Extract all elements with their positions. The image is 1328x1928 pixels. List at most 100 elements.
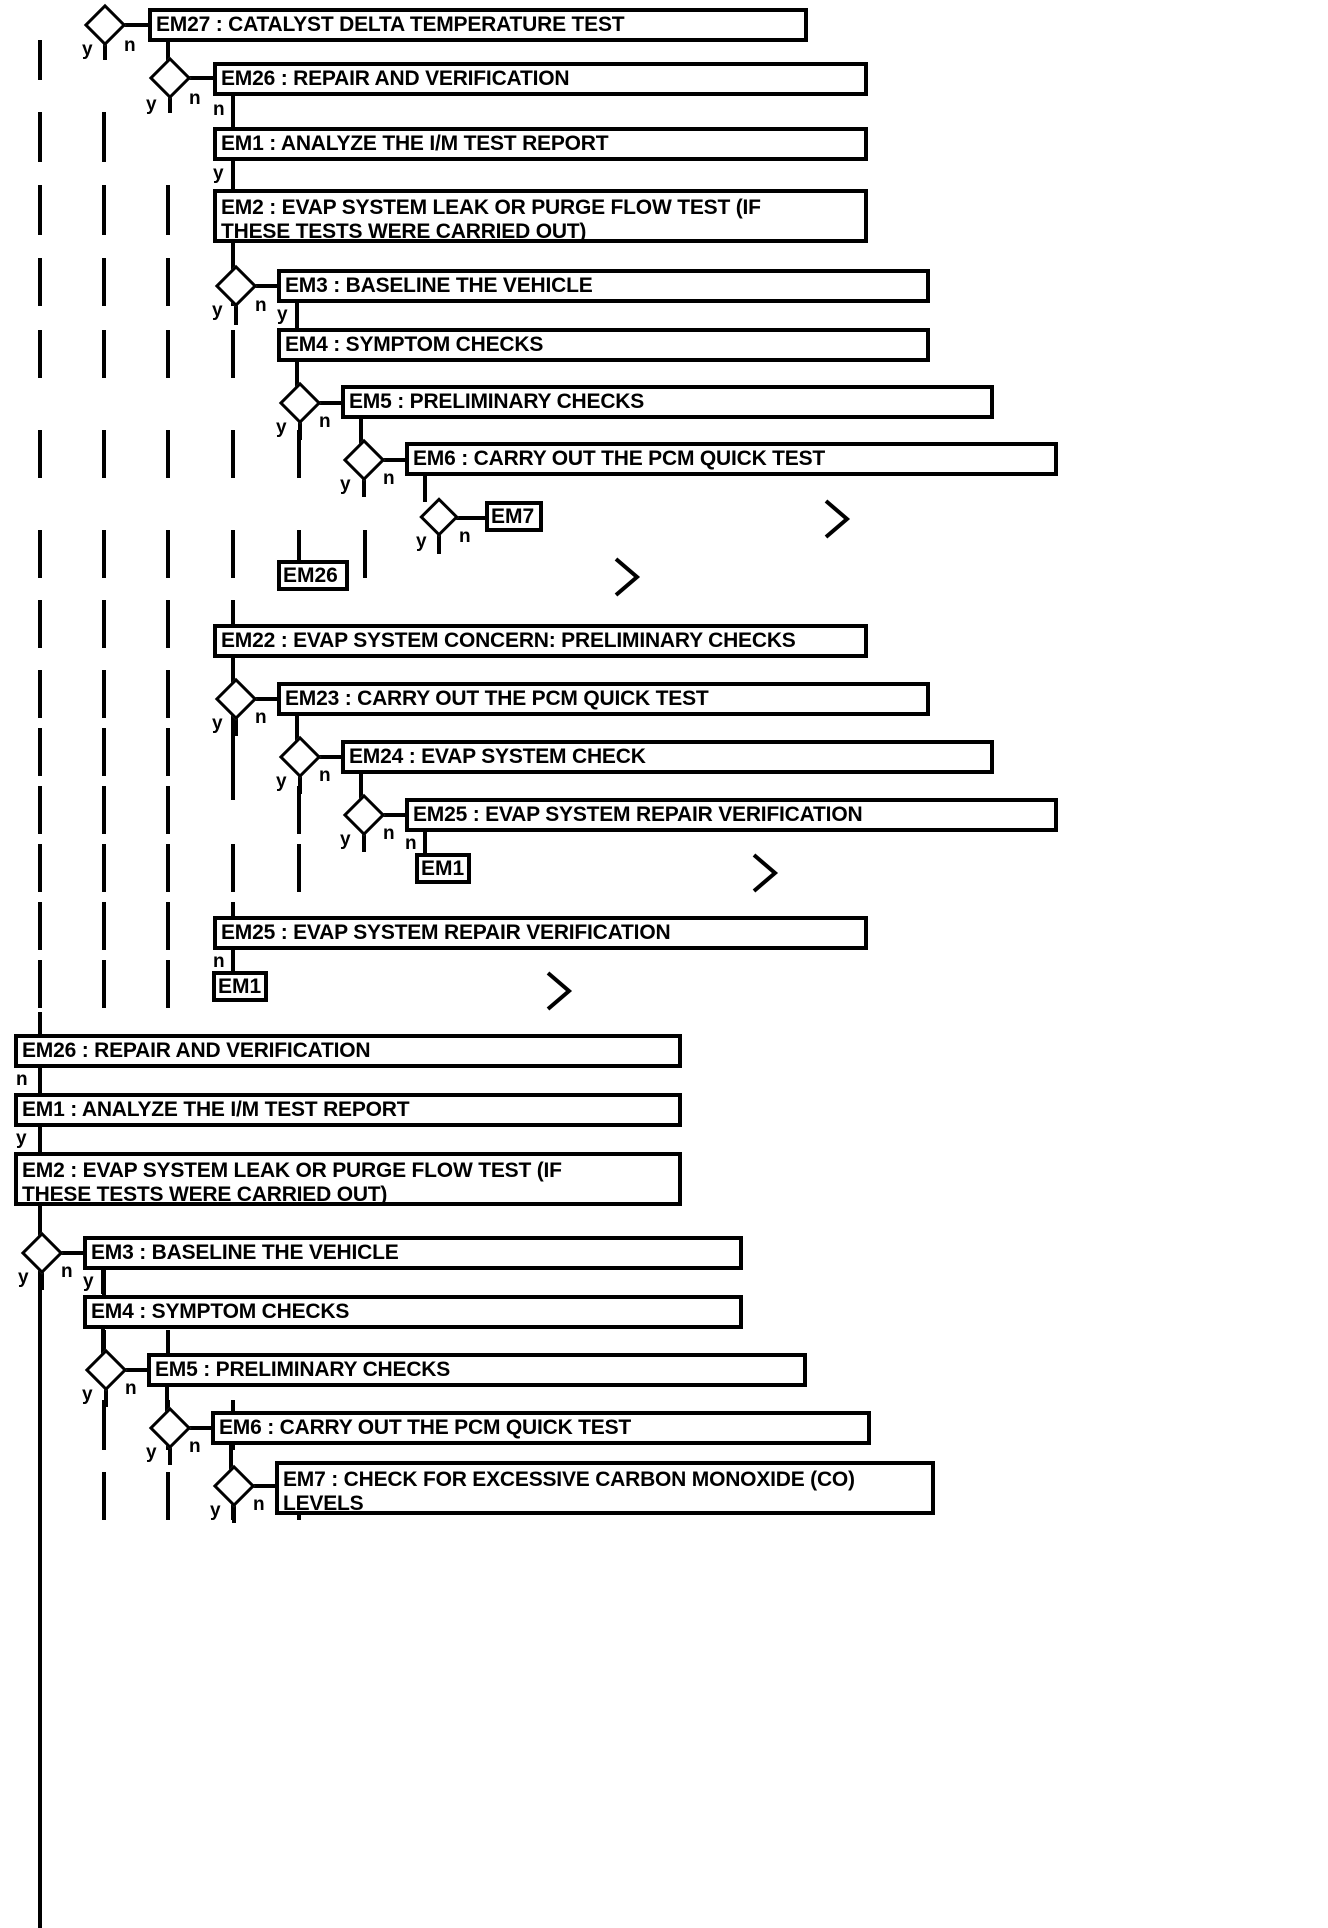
- node-em1[interactable]: EM1 : ANALYZE THE I/M TEST REPORT: [213, 127, 868, 161]
- connector-em23: [249, 697, 277, 701]
- branch-label-yes: y: [146, 1442, 157, 1463]
- connector-em7-yes: [437, 530, 441, 554]
- node-em5[interactable]: EM5 : PRELIMINARY CHECKS: [341, 385, 994, 419]
- trunk-rail-segment: [166, 258, 170, 306]
- connector-em3-yes: [234, 299, 238, 325]
- connector-em1-yes: [231, 161, 235, 190]
- trunk-rail-main: [38, 1012, 42, 1928]
- node-em26b[interactable]: EM26 : REPAIR AND VERIFICATION: [14, 1034, 682, 1068]
- trunk-rail-segment: [166, 728, 170, 776]
- connector-em1b-yes: [38, 1127, 42, 1153]
- trunk-rail-segment: [166, 786, 170, 834]
- connector-em5-no-down: [359, 419, 363, 445]
- connector-em2b-down: [38, 1206, 42, 1238]
- branch-label-no: n: [213, 99, 225, 120]
- trunk-rail-segment: [38, 40, 42, 80]
- trunk-rail-segment: [297, 430, 301, 478]
- connector-em24-no-down: [359, 774, 363, 800]
- ref-box-em7[interactable]: EM7: [485, 501, 543, 532]
- node-em3b[interactable]: EM3 : BASELINE THE VEHICLE: [83, 1236, 743, 1270]
- trunk-rail-segment: [102, 112, 106, 162]
- trunk-rail-segment: [297, 786, 301, 834]
- trunk-rail-segment: [166, 430, 170, 478]
- connector-em6-yes: [362, 473, 366, 497]
- trunk-rail-segment: [38, 844, 42, 892]
- connector-em26-no: [231, 96, 235, 128]
- connector-em5-yes: [298, 416, 302, 440]
- trunk-rail-segment: [166, 960, 170, 1008]
- node-em6b[interactable]: EM6 : CARRY OUT THE PCM QUICK TEST: [211, 1411, 871, 1445]
- connector-em5b-yes: [104, 1383, 108, 1407]
- node-em22[interactable]: EM22 : EVAP SYSTEM CONCERN: PRELIMINARY …: [213, 624, 868, 658]
- connector-em23-no-down: [295, 716, 299, 742]
- node-em24[interactable]: EM24 : EVAP SYSTEM CHECK: [341, 740, 994, 774]
- connector-em6b-no-down: [229, 1445, 233, 1471]
- node-em7b[interactable]: EM7 : CHECK FOR EXCESSIVE CARBON MONOXID…: [275, 1461, 935, 1515]
- branch-label-no: n: [255, 707, 267, 728]
- ref-box-em1-a[interactable]: EM1: [415, 853, 471, 884]
- trunk-rail-segment: [38, 530, 42, 578]
- trunk-rail-segment: [166, 330, 170, 378]
- trunk-rail-segment: [38, 960, 42, 1008]
- node-em4b[interactable]: EM4 : SYMPTOM CHECKS: [83, 1295, 743, 1329]
- trunk-rail-segment: [231, 844, 235, 892]
- node-em3[interactable]: EM3 : BASELINE THE VEHICLE: [277, 269, 930, 303]
- trunk-rail-segment: [38, 670, 42, 718]
- connector-em4-down: [295, 362, 299, 388]
- node-em4[interactable]: EM4 : SYMPTOM CHECKS: [277, 328, 930, 362]
- trunk-rail-segment: [166, 670, 170, 718]
- branch-label-no: n: [383, 468, 395, 489]
- trunk-rail-segment: [38, 902, 42, 950]
- branch-label-no: n: [125, 1378, 137, 1399]
- ref-box-em1-b[interactable]: EM1: [212, 971, 268, 1002]
- trunk-rail-segment: [38, 330, 42, 378]
- ref-box-em26[interactable]: EM26: [277, 560, 349, 591]
- branch-label-no: n: [319, 411, 331, 432]
- connector-em5b: [119, 1368, 147, 1372]
- connector-em27: [118, 23, 148, 27]
- branch-label-no: n: [319, 765, 331, 786]
- node-em2[interactable]: EM2 : EVAP SYSTEM LEAK OR PURGE FLOW TES…: [213, 189, 868, 243]
- trunk-rail-segment: [102, 530, 106, 578]
- connector-em6: [377, 458, 405, 462]
- continuation-chevron-icon: [824, 499, 851, 539]
- branch-label-no: n: [124, 35, 136, 56]
- trunk-rail-segment: [166, 530, 170, 578]
- connector-em27-yes: [103, 38, 107, 60]
- connector-em25b-no-down: [231, 950, 235, 972]
- branch-label-no: n: [459, 526, 471, 547]
- trunk-rail-segment: [102, 185, 106, 235]
- trunk-rail-segment: [38, 728, 42, 776]
- node-em5b[interactable]: EM5 : PRELIMINARY CHECKS: [147, 1353, 807, 1387]
- branch-label-yes: y: [212, 713, 223, 734]
- trunk-rail-segment: [38, 185, 42, 235]
- connector-em26-ref: [297, 548, 301, 562]
- branch-label-no: n: [189, 88, 201, 109]
- node-em27[interactable]: EM27 : CATALYST DELTA TEMPERATURE TEST: [148, 8, 808, 42]
- connector-em6b-yes: [168, 1441, 172, 1465]
- branch-label-yes: y: [213, 163, 224, 184]
- branch-label-yes: y: [276, 771, 287, 792]
- node-em25a[interactable]: EM25 : EVAP SYSTEM REPAIR VERIFICATION: [405, 798, 1058, 832]
- decision-diamond-em26[interactable]: [148, 56, 192, 100]
- branch-label-no: n: [253, 1494, 265, 1515]
- branch-label-yes: y: [82, 1384, 93, 1405]
- connector-em3b-yes: [40, 1266, 44, 1290]
- node-em23[interactable]: EM23 : CARRY OUT THE PCM QUICK TEST: [277, 682, 930, 716]
- trunk-rail-segment: [102, 728, 106, 776]
- trunk-rail-segment: [231, 430, 235, 478]
- connector-em7b-yes: [232, 1499, 236, 1523]
- branch-label-yes: y: [18, 1267, 29, 1288]
- node-em26[interactable]: EM26 : REPAIR AND VERIFICATION: [213, 62, 868, 96]
- connector-em3b-yes-down: [101, 1270, 105, 1294]
- branch-label-no: n: [383, 823, 395, 844]
- connector-em24: [313, 755, 341, 759]
- node-em6[interactable]: EM6 : CARRY OUT THE PCM QUICK TEST: [405, 442, 1058, 476]
- continuation-chevron-icon: [614, 557, 641, 597]
- branch-label-yes: y: [16, 1128, 27, 1149]
- node-em2b[interactable]: EM2 : EVAP SYSTEM LEAK OR PURGE FLOW TES…: [14, 1152, 682, 1206]
- branch-label-yes: y: [416, 531, 427, 552]
- node-em25b[interactable]: EM25 : EVAP SYSTEM REPAIR VERIFICATION: [213, 916, 868, 950]
- node-em1b[interactable]: EM1 : ANALYZE THE I/M TEST REPORT: [14, 1093, 682, 1127]
